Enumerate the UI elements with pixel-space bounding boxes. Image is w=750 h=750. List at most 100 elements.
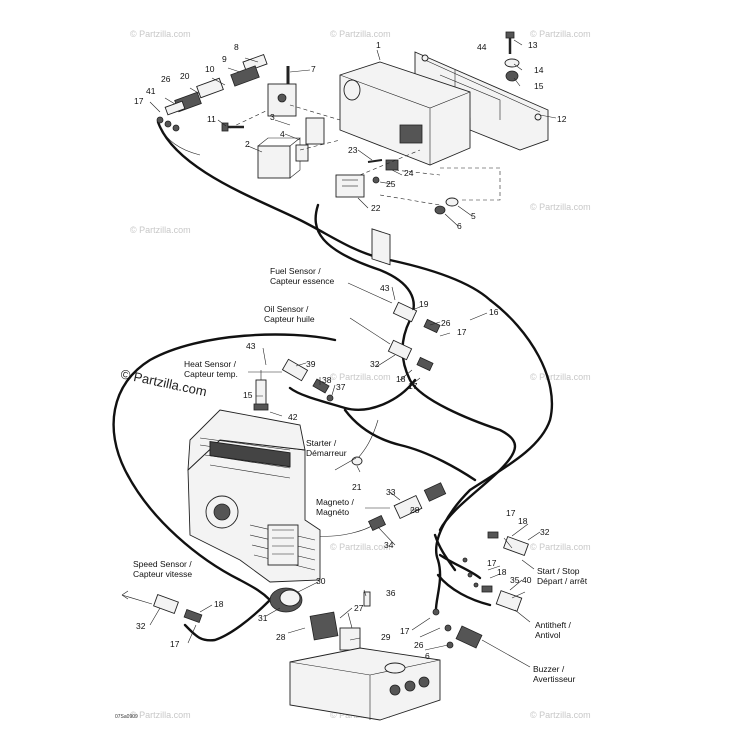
callout-32: 32 <box>540 527 550 537</box>
main-harness <box>288 378 417 411</box>
arrow-lines <box>121 282 535 668</box>
main-harness <box>183 598 272 642</box>
speed-sensor-label: Speed Sensor / <box>133 559 192 569</box>
battery-box <box>289 647 441 721</box>
watermark: © Partzilla.com <box>530 710 591 720</box>
fuse <box>295 144 309 162</box>
callout-4: 4 <box>280 129 285 139</box>
starter-ring-terminal <box>351 456 363 466</box>
watermark: © Partzilla.com <box>130 29 191 39</box>
bolt-head <box>221 122 229 132</box>
terminal-17 <box>432 608 440 616</box>
callout-38: 38 <box>322 375 332 385</box>
callout-18: 18 <box>518 516 528 526</box>
diagram-code: 07Sa0909 <box>115 714 138 720</box>
callout-17: 17 <box>134 96 144 106</box>
callout-17: 17 <box>457 327 467 337</box>
callout-23: 23 <box>348 145 358 155</box>
fuel-sensor-connector <box>392 301 418 323</box>
callout-34: 34 <box>384 540 394 550</box>
speed-sensor-label: Capteur vitesse <box>133 569 192 579</box>
callout-17: 17 <box>408 381 418 391</box>
callout-37: 37 <box>336 382 346 392</box>
callout-28: 28 <box>410 505 420 515</box>
callout-6: 6 <box>457 221 462 231</box>
engine-block <box>187 409 321 583</box>
watermark: © Partzilla.com <box>130 225 191 235</box>
terminal-17 <box>172 124 180 132</box>
bracket-hole <box>421 54 429 62</box>
callout-28: 28 <box>276 632 286 642</box>
fuel-sensor-label: Fuel Sensor / <box>270 266 321 276</box>
callout-19: 19 <box>419 299 429 309</box>
callout-39: 39 <box>306 359 316 369</box>
callout-26: 26 <box>161 74 171 84</box>
buzzer-label: Buzzer / <box>533 664 565 674</box>
watermark: © Partzilla.com <box>530 542 591 552</box>
start-stop-label: Start / Stop <box>537 566 580 576</box>
callout-11: 11 <box>207 114 216 124</box>
terminal-26 <box>444 624 452 632</box>
fuse-holder <box>305 117 325 145</box>
callout-17: 17 <box>506 508 516 518</box>
relay <box>257 145 291 179</box>
starter-label: Démarreur <box>306 448 347 458</box>
starter-wire <box>357 419 379 459</box>
callout-43: 43 <box>246 341 256 351</box>
box-knob <box>343 79 361 101</box>
main-harness <box>433 533 492 607</box>
callout-15: 15 <box>534 81 544 91</box>
callout-3: 3 <box>270 112 275 122</box>
callout-24: 24 <box>404 168 414 178</box>
callout-35: 35 <box>510 575 520 585</box>
callout-numbers: 1 2 3 4 5 6 7 8 9 10 11 12 13 14 15 16 1… <box>134 40 567 661</box>
watermark: © Partzilla.com <box>530 372 591 382</box>
callout-17: 17 <box>400 626 410 636</box>
callout-18: 18 <box>396 374 406 384</box>
oil-sensor-terminal <box>416 356 434 372</box>
callout-8: 8 <box>234 42 239 52</box>
callout-32: 32 <box>370 359 380 369</box>
bracket-hole <box>534 113 542 121</box>
box-panel <box>371 228 391 266</box>
fuel-sensor-terminal <box>423 318 441 334</box>
start-stop-connector <box>503 536 529 556</box>
start-stop-label: Départ / arrêt <box>537 576 588 586</box>
callout-41: 41 <box>146 86 156 96</box>
washer-5 <box>445 197 459 207</box>
sensor-thread <box>253 403 269 411</box>
callout-10: 10 <box>205 64 215 74</box>
main-harness <box>112 333 337 602</box>
callout-26: 26 <box>441 318 451 328</box>
solenoid-post <box>277 93 287 103</box>
callout-43: 43 <box>380 283 390 293</box>
callout-12: 12 <box>557 114 567 124</box>
callout-16: 16 <box>489 307 499 317</box>
callout-27: 27 <box>354 603 364 613</box>
callout-36: 36 <box>386 588 396 598</box>
box-connector <box>399 124 423 144</box>
callout-26: 26 <box>414 640 424 650</box>
heat-sensor-terminal <box>312 378 330 394</box>
callout-42: 42 <box>288 412 298 422</box>
terminal-35 <box>481 585 493 593</box>
callout-17: 17 <box>487 558 497 568</box>
grommet <box>505 70 519 82</box>
magneto-label: Magneto / <box>316 497 354 507</box>
callout-22: 22 <box>371 203 381 213</box>
callout-31: 31 <box>258 613 268 623</box>
callout-25: 25 <box>386 179 396 189</box>
magneto-terminal <box>368 514 386 532</box>
fuse-block <box>309 611 339 641</box>
magneto-connector <box>393 494 423 520</box>
terminal-17 <box>164 120 172 128</box>
magneto-connector-mate <box>423 482 447 502</box>
watermark: © Partzilla.com <box>530 29 591 39</box>
callout-17: 17 <box>170 639 180 649</box>
callout-13: 13 <box>528 40 538 50</box>
terminal-24 <box>385 159 399 171</box>
callout-2: 2 <box>245 139 250 149</box>
watermark: © Partzilla.com <box>530 202 591 212</box>
nut-6 <box>434 205 446 215</box>
